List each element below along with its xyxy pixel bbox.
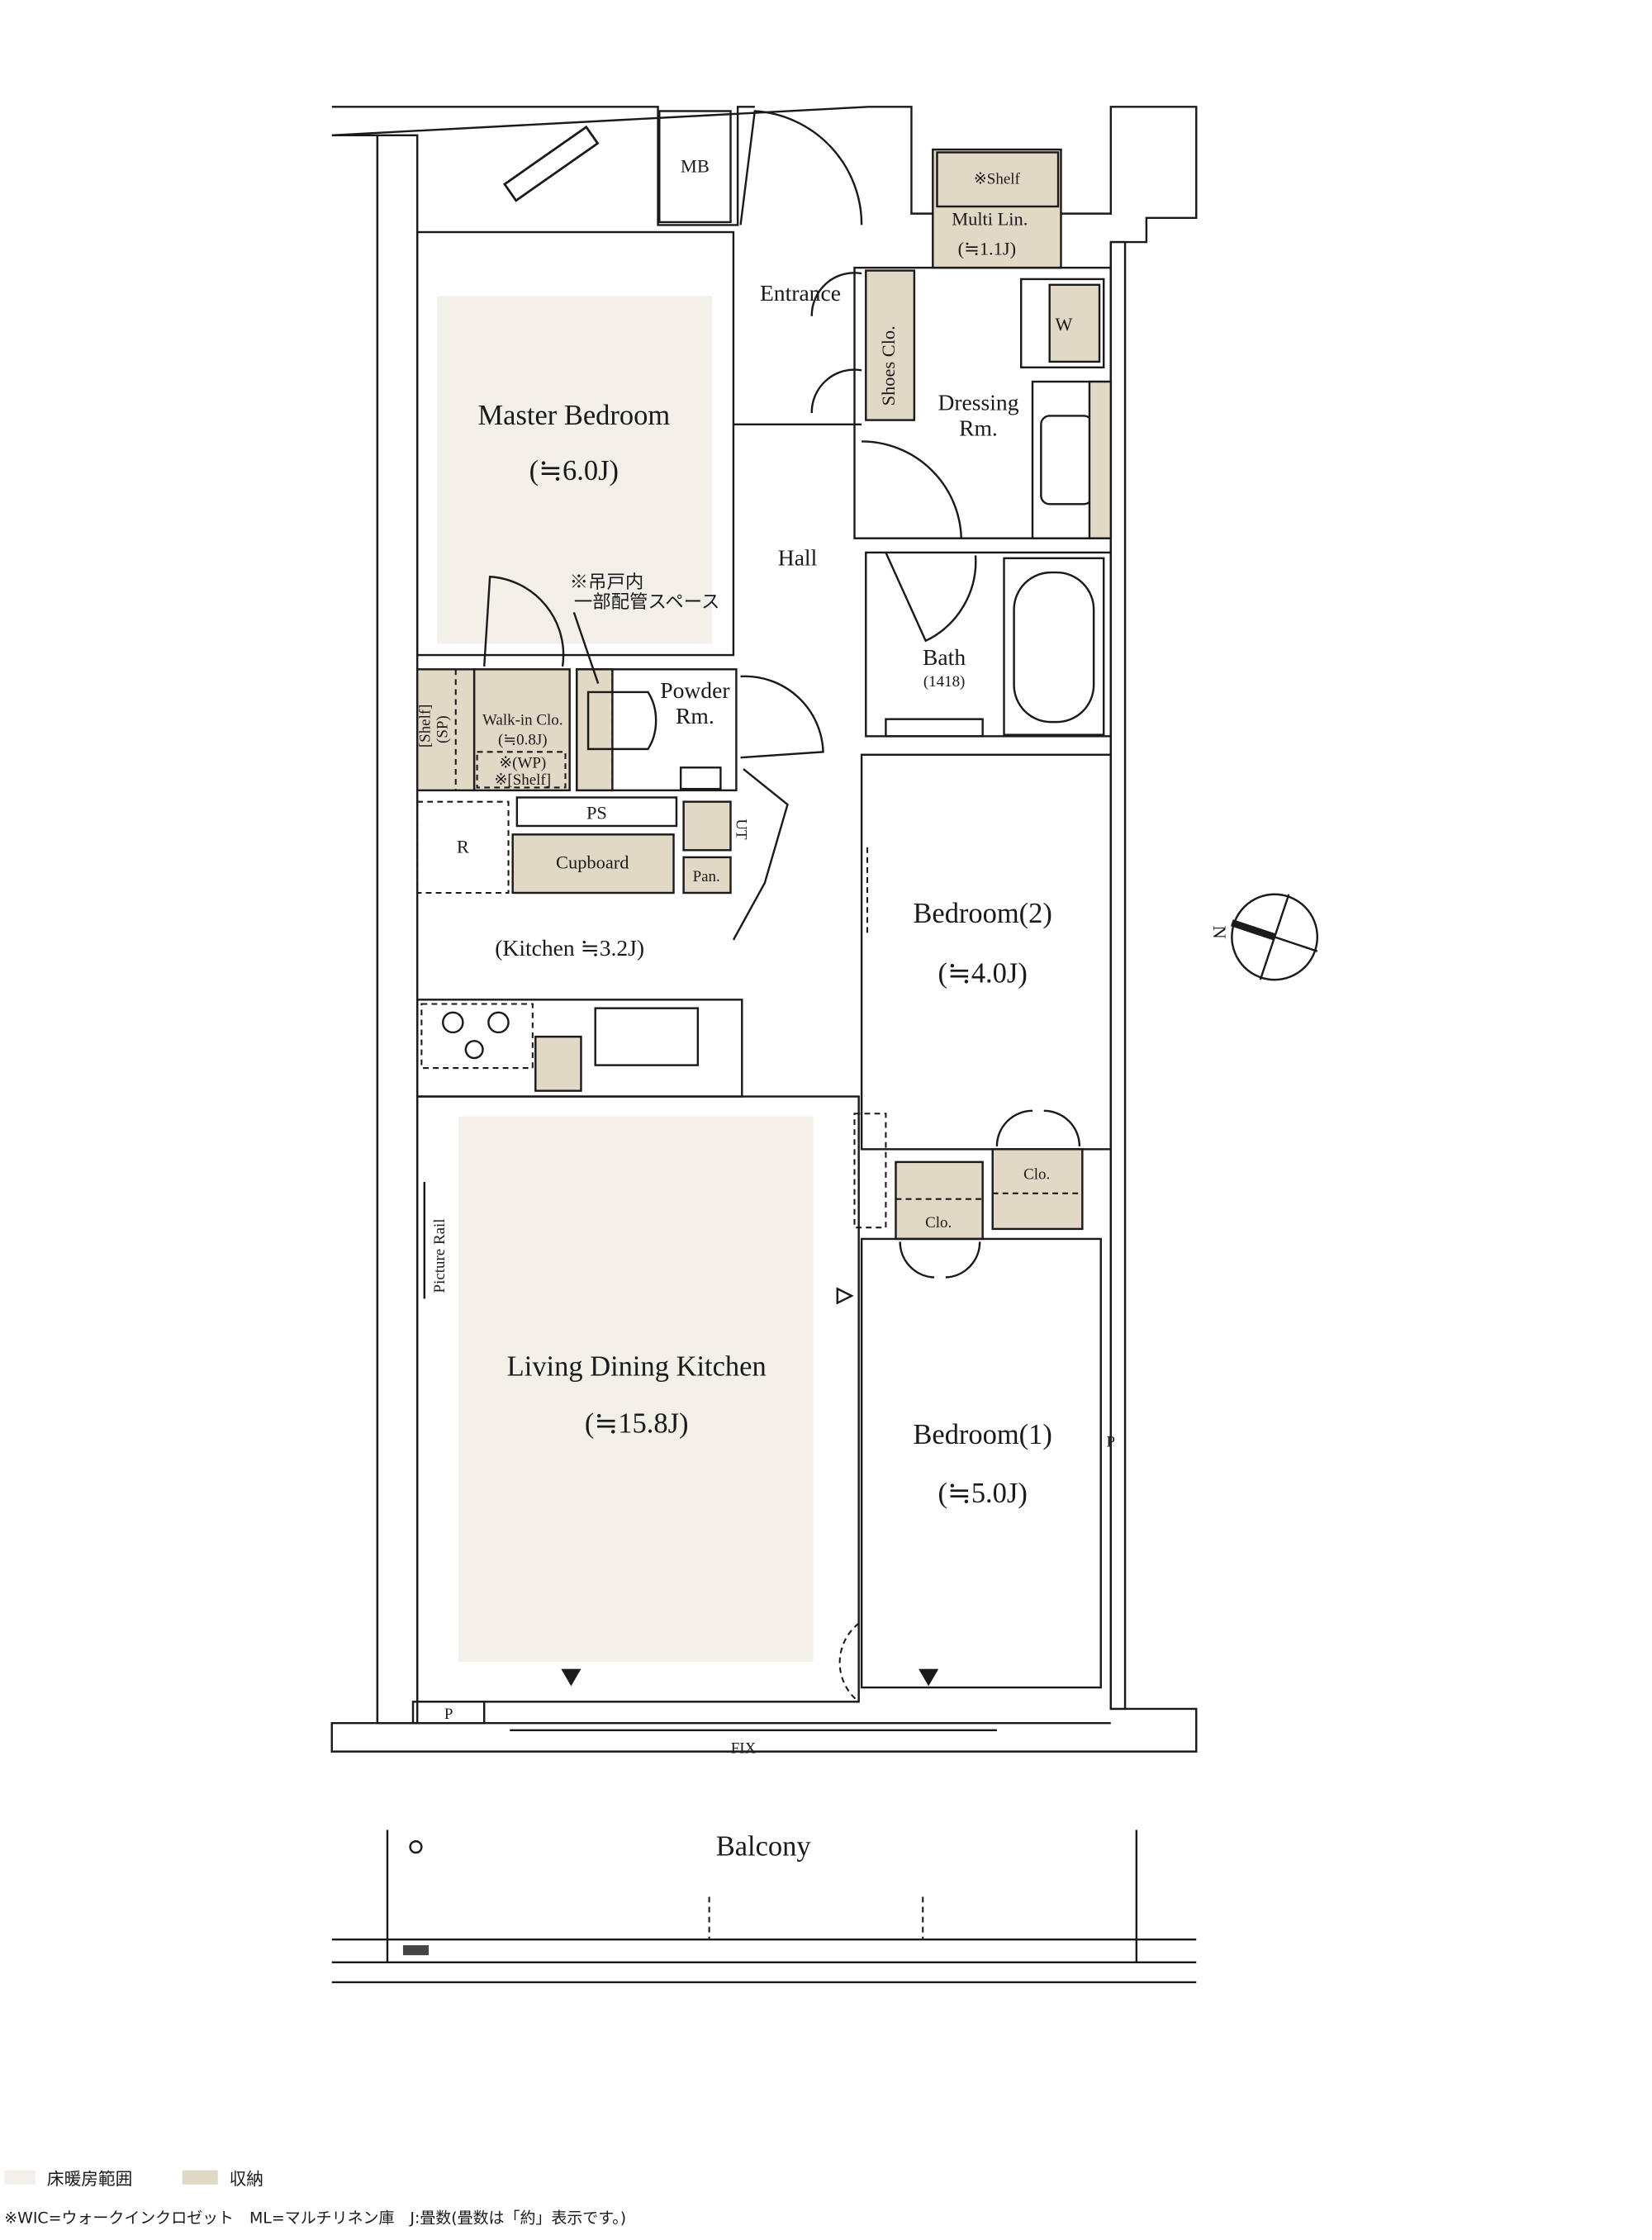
legend-swatch-storage: [182, 2170, 218, 2185]
walk-in-label: Walk-in Clo.: [482, 712, 563, 729]
bath-room: [865, 551, 1113, 738]
pipe-note-1: ※吊戸内: [570, 572, 644, 592]
walk-in-door[interactable]: [483, 575, 565, 667]
shelf-sp: [415, 668, 476, 792]
dressing-door[interactable]: [862, 440, 962, 539]
entrance-label: Entrance: [760, 280, 841, 306]
ldk-room: [415, 1095, 860, 1703]
bath-door[interactable]: [885, 552, 977, 643]
legend-swatch-heated: [4, 2170, 36, 2185]
hall-door[interactable]: [732, 768, 789, 941]
legend: 床暖房範囲 収納 ※WIC=ウォークインクロゼット ML=マルチリネン庫 J:畳…: [4, 2169, 626, 2227]
bedroom1-window-marker-icon: [919, 1668, 939, 1687]
triangle-marker-icon: [836, 1287, 854, 1305]
legend-heated-label: 床暖房範囲: [47, 2169, 132, 2189]
closet-a-doors[interactable]: [995, 1109, 1081, 1146]
cupboard-label: Cupboard: [556, 852, 629, 873]
balcony-label: Balcony: [716, 1830, 812, 1862]
pipe-note-2: 一部配管スペース: [574, 591, 720, 612]
powder-door[interactable]: [740, 675, 824, 759]
ldk-label: Living Dining Kitchen: [507, 1350, 767, 1382]
p-right-label: P: [1107, 1434, 1116, 1451]
entrance-door[interactable]: [739, 110, 863, 225]
washer-label: W: [1055, 314, 1073, 335]
mb-box: [658, 110, 732, 224]
walk-in-closet: [472, 668, 571, 792]
washer: [1019, 278, 1105, 369]
bedroom2-room: [860, 753, 1113, 1151]
closet-a-label: Clo.: [1023, 1166, 1050, 1184]
ldk-window-marker-icon: [561, 1668, 582, 1687]
shelf-sp-label-1: [Shelf]: [417, 705, 434, 748]
closet-b-label: Clo.: [925, 1214, 952, 1232]
balcony: [331, 1829, 1197, 1984]
bedroom2-label: Bedroom(2): [913, 898, 1051, 929]
walk-in-size: (≒0.8J): [498, 732, 548, 749]
picture-rail-label: Picture Rail: [431, 1218, 449, 1293]
ps-label: PS: [586, 802, 607, 823]
bedroom2-closet: [991, 1148, 1084, 1231]
multi-linen-size: (≒1.1J): [958, 239, 1016, 259]
bathtub-basin-icon: [1013, 571, 1095, 724]
bedroom2-size: (≒4.0J): [938, 958, 1027, 989]
bedroom1-room: [860, 1237, 1102, 1689]
closet-b-doors[interactable]: [899, 1241, 981, 1279]
bedroom1-closet: [895, 1160, 984, 1241]
toilet-icon: [586, 691, 657, 751]
compass-north-label: N: [1209, 926, 1230, 939]
shoes-closet-doors[interactable]: [810, 272, 862, 414]
shoes-closet-label: Shoes Clo.: [878, 325, 899, 406]
master-bedroom-size: (≒6.0J): [529, 455, 619, 486]
cupboard: [511, 833, 675, 895]
refrigerator-label: R: [457, 837, 469, 857]
kitchen-sink-icon: [594, 1007, 700, 1066]
ldk-size: (≒15.8J): [585, 1407, 689, 1439]
bath-size: (1418): [923, 673, 966, 691]
pantry-label: Pan.: [693, 868, 720, 885]
ut-label: UT: [732, 819, 749, 840]
master-bedroom-heated-area: [437, 296, 713, 644]
p-left-label: P: [444, 1706, 453, 1723]
bedroom1-label: Bedroom(1): [913, 1419, 1051, 1450]
legend-storage-label: 収納: [230, 2169, 263, 2189]
multi-shelf-label: ※Shelf: [974, 170, 1021, 187]
dressing-label-1: Dressing: [938, 390, 1018, 415]
powder-label-2: Rm.: [676, 703, 714, 728]
bedroom1-size: (≒5.0J): [938, 1478, 1027, 1509]
multi-linen-label: Multi Lin.: [952, 208, 1028, 229]
shoes-closet: [865, 269, 916, 421]
compass-icon: N: [1209, 893, 1319, 981]
shelf-sp-label-2: (SP): [434, 715, 451, 743]
ut-box: [682, 800, 732, 852]
master-bedroom-label: Master Bedroom: [478, 400, 671, 431]
bath-label: Bath: [923, 644, 966, 670]
walk-in-wp: ※(WP): [499, 754, 546, 771]
window-icon: [502, 125, 600, 202]
stove-icon: [420, 1003, 534, 1070]
master-bedroom-room: [415, 230, 735, 657]
fix-window-label: FIX: [731, 1739, 757, 1757]
kitchen-label: (Kitchen ≒3.2J): [495, 935, 644, 961]
powder-label-1: Powder: [660, 677, 729, 703]
walk-in-shelf: ※[Shelf]: [495, 771, 552, 789]
dressing-label-2: Rm.: [959, 415, 998, 441]
legend-note: ※WIC=ウォークインクロゼット ML=マルチリネン庫 J:畳数(畳数は「約」表…: [4, 2209, 626, 2227]
bathtub: [1003, 557, 1105, 736]
pantry: [682, 856, 732, 895]
ps-box: [515, 796, 678, 828]
refrigerator-space: [416, 800, 510, 895]
ldk-heated-area: [458, 1116, 814, 1663]
bedroom1-sliding-door[interactable]: [838, 1622, 860, 1703]
hall-label: Hall: [778, 544, 818, 570]
mb-label: MB: [681, 156, 710, 177]
